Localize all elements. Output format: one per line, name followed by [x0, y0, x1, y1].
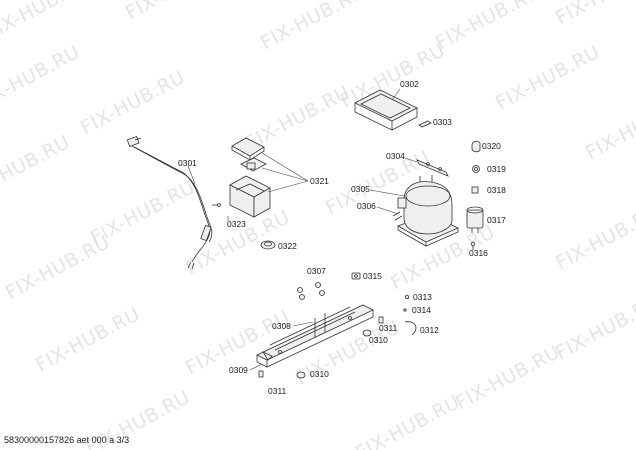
leader	[187, 165, 196, 185]
part-bracket-0303	[418, 120, 432, 128]
part-capacitor-0317	[466, 206, 484, 233]
watermark: FIX-HUB.RU	[582, 91, 636, 164]
callout-0301: 0301	[178, 158, 197, 168]
watermark: FIX-HUB.RU	[452, 341, 564, 414]
callout-0303: 0303	[433, 117, 452, 127]
part-0310-b	[296, 371, 306, 379]
callout-0310-a: 0310	[369, 335, 388, 345]
part-relay-box	[229, 137, 271, 218]
callout-0314: 0314	[412, 305, 431, 315]
callout-0311-a: 0311	[379, 323, 398, 333]
watermark: FIX-HUB.RU	[2, 231, 114, 304]
part-screw-0316	[470, 241, 476, 250]
watermark: FIX-HUB.RU	[432, 0, 544, 54]
document-footer: 58300000157826 aet 000 a 3/3	[4, 435, 129, 445]
callout-0320: 0320	[482, 141, 501, 151]
callout-0313: 0313	[413, 292, 432, 302]
callout-0316: 0316	[469, 248, 488, 258]
watermark: FIX-HUB.RU	[77, 66, 189, 139]
part-grommet-0322	[260, 240, 276, 250]
part-0320	[471, 140, 481, 153]
watermark: FIX-HUB.RU	[492, 41, 604, 114]
leader	[267, 180, 309, 193]
leader	[261, 152, 309, 182]
watermark: FIX-HUB.RU	[552, 201, 636, 274]
leader	[404, 157, 418, 163]
part-0318	[471, 186, 479, 194]
watermark: FIX-HUB.RU	[32, 303, 144, 376]
callout-0310-b: 0310	[310, 369, 329, 379]
watermark: FIX-HUB.RU	[0, 0, 94, 44]
callout-0319: 0319	[487, 164, 506, 174]
callout-0304: 0304	[386, 151, 405, 161]
leader	[249, 363, 263, 371]
part-compressor	[392, 175, 459, 247]
callout-0305: 0305	[351, 184, 370, 194]
callout-0309: 0309	[229, 365, 248, 375]
callout-0302: 0302	[400, 79, 419, 89]
watermark: FIX-HUB.RU	[182, 206, 294, 279]
callout-0315: 0315	[363, 271, 382, 281]
callout-0322: 0322	[278, 241, 297, 251]
part-wire-0312	[404, 321, 417, 336]
part-screw-0314	[403, 308, 407, 312]
part-0311-b	[258, 370, 264, 378]
callout-0323: 0323	[227, 219, 246, 229]
part-base-frame	[256, 304, 374, 368]
leader	[391, 88, 401, 101]
leader	[369, 189, 405, 197]
leader	[261, 167, 309, 182]
part-screw-0313	[404, 294, 409, 299]
callout-0307: 0307	[307, 266, 326, 276]
watermark: FIX-HUB.RU	[552, 0, 636, 29]
part-strap-0304	[416, 159, 449, 177]
callout-0321: 0321	[310, 176, 329, 186]
part-feet-0307	[297, 282, 325, 300]
watermark: FIX-HUB.RU	[122, 0, 234, 24]
part-drip-tray	[354, 89, 418, 131]
watermark: FIX-HUB.RU	[352, 391, 464, 450]
callout-0318: 0318	[487, 185, 506, 195]
watermark: FIX-HUB.RU	[0, 41, 84, 114]
callout-0311-b: 0311	[268, 386, 287, 396]
callout-labels: 0301 0302 0303 0304 0305 0306 0307 0308 …	[178, 79, 506, 396]
callout-0312: 0312	[420, 325, 439, 335]
watermark: FIX-HUB.RU	[0, 131, 74, 204]
leader	[292, 321, 314, 327]
part-0310-a	[362, 329, 372, 337]
part-screw-0323	[212, 203, 221, 207]
watermark: FIX-HUB.RU	[257, 0, 369, 54]
callout-0308: 0308	[272, 321, 291, 331]
callout-0317: 0317	[487, 215, 506, 225]
watermark: FIX-HUB.RU	[552, 291, 636, 364]
callout-0306: 0306	[357, 201, 376, 211]
leader	[376, 206, 399, 215]
part-0311-a	[378, 316, 384, 324]
part-power-cable	[126, 135, 213, 270]
part-0319	[472, 165, 480, 173]
part-0315	[351, 272, 361, 280]
